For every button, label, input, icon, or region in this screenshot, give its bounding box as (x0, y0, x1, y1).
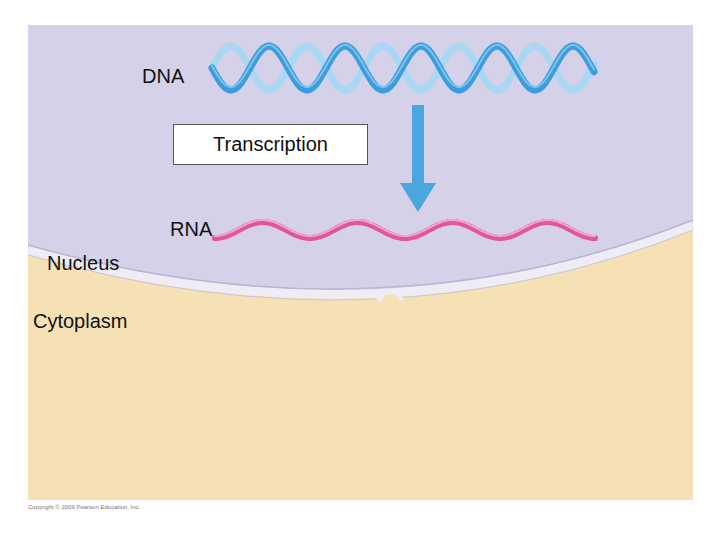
copyright-note: Copyright © 2009 Pearson Education, Inc. (28, 504, 140, 510)
envelope-inner-line (28, 220, 693, 289)
process-label: Transcription (213, 133, 328, 156)
part-label: DNA (142, 66, 184, 86)
dna-strand-dark (212, 46, 594, 90)
nucleus-area (28, 25, 693, 294)
arrow-shaft (412, 105, 424, 185)
part-label: RNA (170, 219, 212, 239)
part-label: Cytoplasm (33, 311, 127, 331)
dna-strand-light (212, 46, 594, 90)
dna-helix (212, 45, 594, 90)
dna-highlight (212, 45, 594, 87)
arrow-head (400, 183, 436, 212)
rna-highlight (215, 220, 595, 236)
process-box: Transcription (173, 124, 368, 165)
nuclear-pore (378, 292, 402, 301)
part-label: Nucleus (47, 253, 119, 273)
rna-strand (215, 220, 595, 238)
cytoplasm-area (28, 25, 693, 500)
